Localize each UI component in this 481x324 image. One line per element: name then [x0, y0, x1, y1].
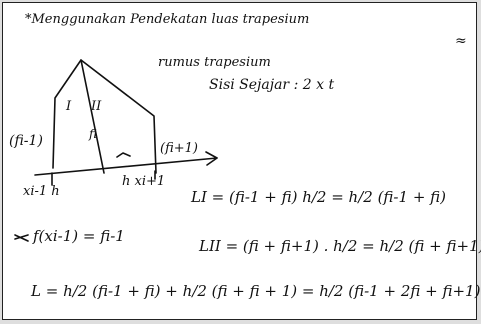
- right-height-label: (fi+1): [160, 141, 198, 156]
- left-x-label: xi-1 h: [23, 184, 60, 199]
- diagram-middle-line: [80, 59, 105, 174]
- arrow-mark: [14, 234, 29, 242]
- corner-mark: ≈: [455, 33, 467, 49]
- diagram-x-axis: [34, 157, 218, 176]
- note-heading: *Menggunakan Pendekatan luas trapesium: [25, 12, 310, 27]
- diagram-axis-arrow: [205, 151, 218, 166]
- trapezoid-diagram: [14, 59, 218, 242]
- equation-region-one: LI = (fi-1 + fi) h/2 = h/2 (fi-1 + fi): [191, 188, 447, 206]
- trapezoid-formula-title: rumus trapesium: [158, 55, 271, 70]
- diagram-outline: [52, 59, 157, 174]
- equation-total: L = h/2 (fi-1 + fi) + h/2 (fi + fi + 1) …: [31, 282, 481, 300]
- definition-line: f(xi-1) = fi-1: [33, 227, 125, 245]
- region-two-label: II: [91, 99, 102, 114]
- region-one-label: I: [66, 99, 72, 114]
- trapezoid-formula-expression: Sisi Sejajar : 2 x t: [209, 77, 335, 93]
- left-height-label: (fi-1): [9, 133, 43, 149]
- middle-height-label: fi: [89, 127, 98, 141]
- diagram-mid-mark: [116, 152, 131, 158]
- equation-region-two: LII = (fi + fi+1) . h/2 = h/2 (fi + fi+1…: [199, 237, 481, 255]
- right-x-label: h xi+1: [122, 174, 166, 189]
- notebook-page: *Menggunakan Pendekatan luas trapesium ≈…: [2, 2, 481, 320]
